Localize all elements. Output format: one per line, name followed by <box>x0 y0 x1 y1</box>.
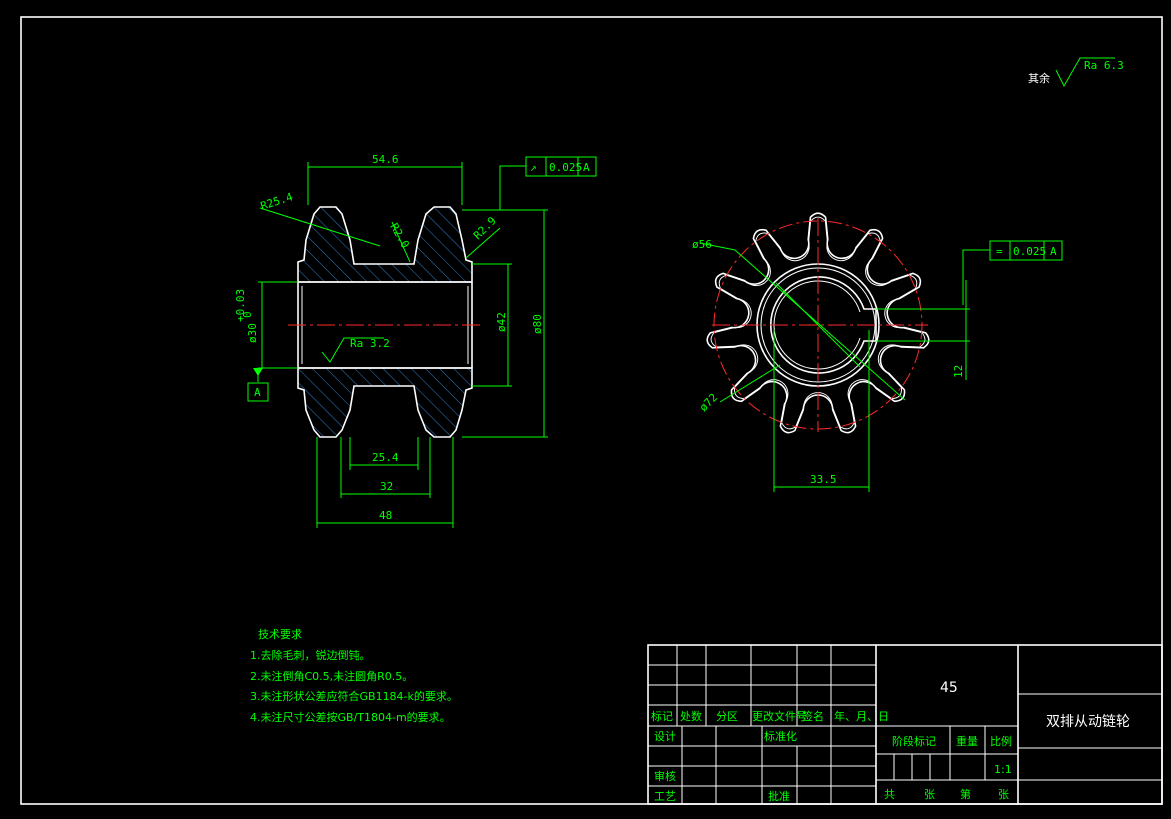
svg-text:审核: 审核 <box>654 769 676 783</box>
svg-text:标准化: 标准化 <box>764 729 797 743</box>
svg-text:A: A <box>583 161 590 174</box>
dim-25-4: 25.4 <box>372 451 399 464</box>
svg-text:其余: 其余 <box>1028 71 1050 85</box>
dim-80: ø80 <box>531 314 544 334</box>
svg-text:处数: 处数 <box>680 710 702 723</box>
dim-bore: ø30 <box>246 323 259 343</box>
svg-text:↗: ↗ <box>530 161 537 174</box>
svg-text:标记: 标记 <box>651 709 673 723</box>
svg-text:=: = <box>996 245 1003 258</box>
sprocket-teeth-inner <box>710 216 926 430</box>
dim-32: 32 <box>380 480 393 493</box>
svg-text:0.025: 0.025 <box>549 161 582 174</box>
svg-text:A: A <box>1050 245 1057 258</box>
dim-r25: R25.4 <box>259 190 295 213</box>
datum-a: A <box>247 368 269 402</box>
dim-54-6: 54.6 <box>372 153 399 166</box>
svg-text:+0.03: +0.03 <box>234 289 247 322</box>
svg-text:更改文件号: 更改文件号 <box>752 709 807 723</box>
svg-text:签名: 签名 <box>802 709 824 723</box>
svg-text:张: 张 <box>924 788 935 801</box>
svg-text:共: 共 <box>884 788 895 801</box>
dim-42: ø42 <box>495 312 508 332</box>
front-view: ø56 ø72 = 0.025 A 12 33.5 <box>692 212 1063 492</box>
svg-text:年、月、日: 年、月、日 <box>834 709 889 723</box>
part-name: 双排从动链轮 <box>1046 714 1130 730</box>
note-4: 4.未注尺寸公差按GB/T1804-m的要求。 <box>250 710 451 724</box>
note-1: 1.去除毛刺，锐边倒钝。 <box>250 648 371 662</box>
drawing-frame <box>20 16 1163 805</box>
hatch-lower <box>297 367 473 438</box>
svg-text:A: A <box>254 386 261 399</box>
dim-33-5: 33.5 <box>810 473 837 486</box>
runout-tolerance-frame: ↗ 0.025 A <box>499 156 597 210</box>
material: 45 <box>940 680 958 696</box>
dim-12: 12 <box>952 365 965 378</box>
hatch-upper <box>297 206 473 283</box>
svg-text:重量: 重量 <box>956 734 978 748</box>
surface-finish-symbol: 其余 Ra 6.3 <box>1028 57 1124 88</box>
svg-text:批准: 批准 <box>768 789 790 803</box>
svg-text:Ra 3.2: Ra 3.2 <box>350 337 390 350</box>
dim-56: ø56 <box>692 238 712 251</box>
svg-text:0.025: 0.025 <box>1013 245 1046 258</box>
svg-text:分区: 分区 <box>716 710 738 723</box>
dim-72: ø72 <box>697 391 720 414</box>
svg-text:第: 第 <box>960 787 971 801</box>
technical-notes: 技术要求 1.去除毛刺，锐边倒钝。 2.未注倒角C0.5,未注圆角R0.5。 3… <box>250 628 458 724</box>
svg-text:阶段标记: 阶段标记 <box>892 734 936 748</box>
sprocket-outline <box>706 212 930 434</box>
title-block: 标记 处数 分区 更改文件号 签名 年、月、日 设计 标准化 审核 工艺 批准 … <box>647 644 1163 805</box>
note-3: 3.未注形状公差应符合GB1184-k的要求。 <box>250 689 458 703</box>
svg-text:0: 0 <box>241 311 254 318</box>
note-2: 2.未注倒角C0.5,未注圆角R0.5。 <box>250 669 413 683</box>
svg-text:1:1: 1:1 <box>994 763 1012 776</box>
svg-text:比例: 比例 <box>990 734 1012 748</box>
section-view: 54.6 R25.4 R2.0 R2.9 ↗ 0.025 A ø80 ø42 <box>234 153 597 528</box>
notes-title: 技术要求 <box>258 628 302 641</box>
svg-text:工艺: 工艺 <box>654 790 676 803</box>
surface-ra-3-2: Ra 3.2 <box>321 337 390 363</box>
dim-48: 48 <box>379 509 392 522</box>
svg-text:张: 张 <box>998 788 1009 801</box>
svg-text:Ra 6.3: Ra 6.3 <box>1084 59 1124 72</box>
dim-r2-9: R2.9 <box>471 214 499 242</box>
dim-r2-0: R2.0 <box>387 221 412 250</box>
symmetry-tolerance-frame: = 0.025 A <box>962 240 1063 305</box>
svg-text:设计: 设计 <box>654 730 676 743</box>
